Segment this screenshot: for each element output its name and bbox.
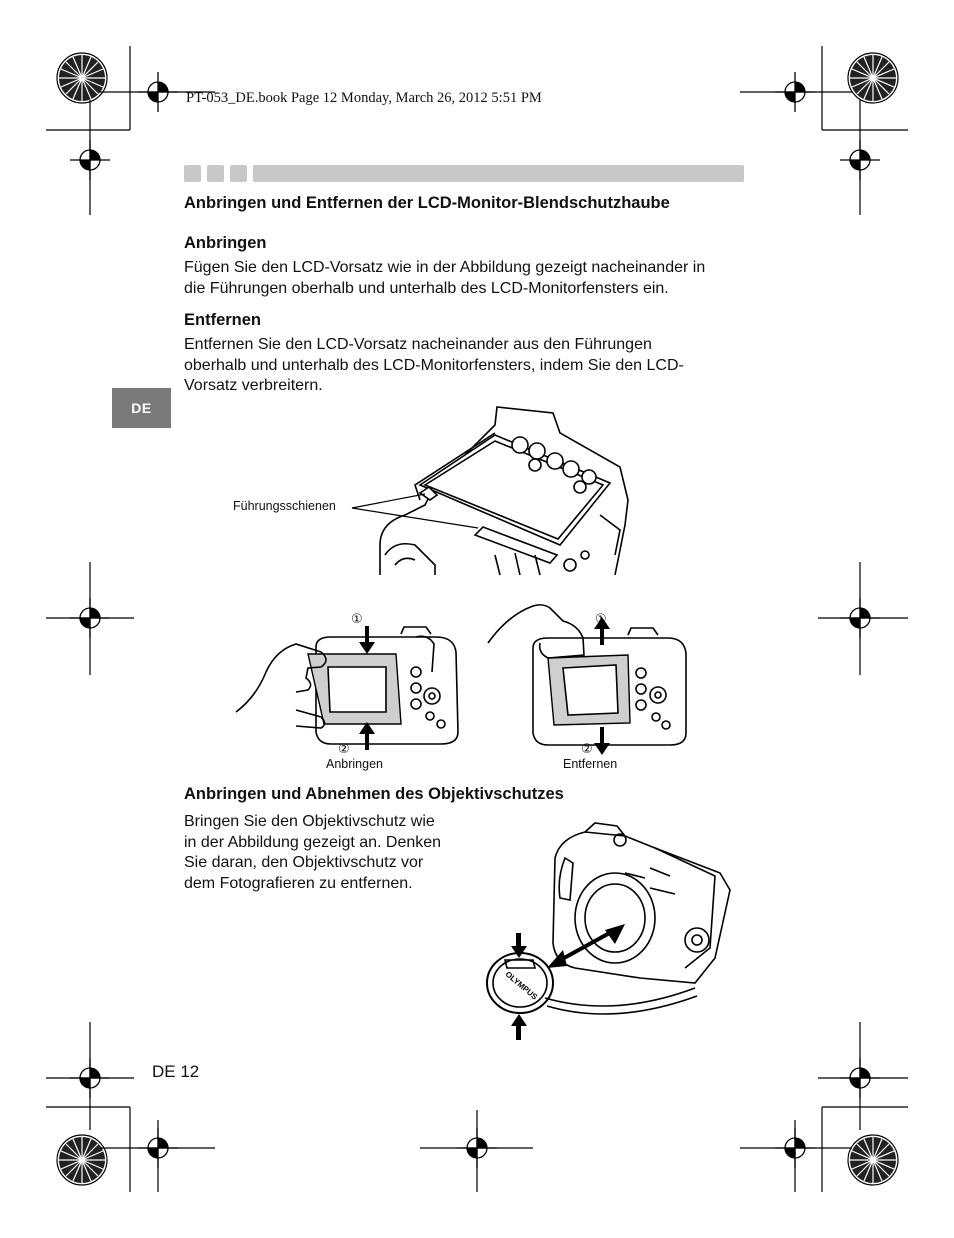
step2-marker: ② xyxy=(338,741,350,756)
print-header: PT-053_DE.book Page 12 Monday, March 26,… xyxy=(186,90,542,106)
callout-leader-lines xyxy=(351,493,479,529)
step2-marker-remove: ② xyxy=(581,741,593,756)
remove-hood-illustration xyxy=(487,604,687,755)
step1-marker-remove: ① xyxy=(595,611,607,626)
remove-line: oberhalb und unterhalb des LCD-Monitorfe… xyxy=(184,356,684,374)
section2-line: in der Abbildung gezeigt an. Denken xyxy=(184,833,442,851)
section2-paragraph: Bringen Sie den Objektivschutz wie in de… xyxy=(184,812,474,894)
rail-callout-label: Führungsschienen xyxy=(233,499,336,513)
section-bar-fill xyxy=(253,165,744,182)
section-square xyxy=(207,165,224,182)
language-tab: DE xyxy=(112,388,171,428)
attach-paragraph: Fügen Sie den LCD-Vorsatz wie in der Abb… xyxy=(184,258,754,299)
attach-line: Fügen Sie den LCD-Vorsatz wie in der Abb… xyxy=(184,259,706,276)
remove-caption: Entfernen xyxy=(563,757,618,771)
section2-line: Sie daran, den Objektivschutz vor xyxy=(184,854,424,871)
remove-line: Entfernen Sie den LCD-Vorsatz nacheinand… xyxy=(184,336,652,353)
step1-marker: ① xyxy=(351,611,363,626)
attach-heading: Anbringen xyxy=(184,234,267,252)
section2-line: Bringen Sie den Objektivschutz wie xyxy=(184,813,435,830)
attach-line: die Führungen oberhalb und unterhalb des… xyxy=(184,279,669,297)
section-square xyxy=(230,165,247,182)
remove-line: Vorsatz verbreitern. xyxy=(184,377,323,394)
attach-caption: Anbringen xyxy=(326,757,383,771)
page-number: DE 12 xyxy=(152,1062,200,1081)
attach-hood-illustration xyxy=(235,626,459,750)
section2-title: Anbringen und Abnehmen des Objektivschut… xyxy=(184,785,564,803)
section2-line: dem Fotografieren zu entfernen. xyxy=(184,874,413,892)
remove-paragraph: Entfernen Sie den LCD-Vorsatz nacheinand… xyxy=(184,335,754,397)
section1-title: Anbringen und Entfernen der LCD-Monitor-… xyxy=(184,194,670,212)
section-bar xyxy=(184,165,744,182)
lens-cap-illustration: OLYMPUS xyxy=(486,822,731,1040)
remove-heading: Entfernen xyxy=(184,311,262,329)
section-square xyxy=(184,165,201,182)
